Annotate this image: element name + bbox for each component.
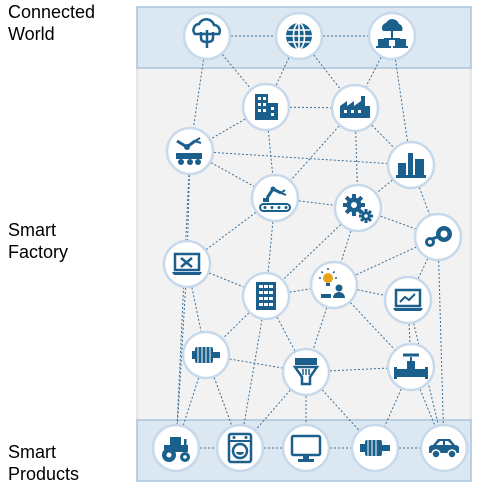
node-office-building	[241, 82, 291, 132]
washing-machine-icon	[227, 432, 253, 464]
connection-line	[175, 150, 191, 449]
node-circle	[309, 260, 359, 310]
robot-cart-icon	[176, 137, 202, 165]
node-cloud-network	[367, 11, 417, 61]
connected-world-label: Connected World	[8, 2, 96, 44]
node-circle	[215, 423, 265, 473]
conveyor-robot-icon	[259, 186, 291, 212]
globe-icon	[286, 22, 312, 50]
laptop-tools-icon	[172, 252, 202, 275]
gears-icon	[343, 194, 373, 223]
office-building-icon	[255, 94, 278, 120]
node-pump-motor	[350, 423, 400, 473]
connection-line	[437, 236, 445, 449]
node-idea-worker	[309, 260, 359, 310]
factory-icon	[340, 96, 370, 118]
node-robot-cart	[165, 126, 215, 176]
connection-line	[333, 236, 439, 286]
car-icon	[429, 439, 459, 459]
connection-line	[265, 106, 356, 109]
node-building-grid	[241, 271, 291, 321]
smart-products-label: Smart Products	[8, 442, 80, 484]
connection-line	[407, 299, 412, 368]
refinery-icon	[396, 153, 426, 178]
node-valve	[386, 342, 436, 392]
connection-line	[239, 295, 267, 449]
laptop-chart-icon	[393, 288, 423, 311]
pump-motor-icon	[360, 440, 390, 456]
node-car	[419, 423, 469, 473]
motor-icon	[192, 347, 220, 363]
node-cloud-tree	[182, 11, 232, 61]
connection-line	[186, 150, 191, 265]
node-washing-machine	[215, 423, 265, 473]
node-circle	[165, 126, 215, 176]
node-circle	[250, 173, 300, 223]
connection-line	[175, 263, 188, 449]
node-conveyor-robot	[250, 173, 300, 223]
steam-icon	[425, 226, 452, 247]
node-gears	[333, 183, 383, 233]
node-circle	[281, 423, 331, 473]
node-steam	[413, 212, 463, 262]
node-monitor	[281, 423, 331, 473]
smart-factory-label: Smart Factory	[8, 220, 69, 262]
filter-funnel-icon	[292, 358, 320, 386]
node-laptop-tools	[162, 239, 212, 289]
cloud-network-icon	[376, 19, 408, 48]
building-grid-icon	[256, 282, 276, 310]
node-refinery	[386, 140, 436, 190]
diagram-nodes	[151, 11, 469, 473]
node-tractor	[151, 423, 201, 473]
cloud-tree-icon	[192, 18, 222, 48]
monitor-icon	[290, 434, 322, 462]
tractor-icon	[162, 437, 190, 462]
node-laptop-chart	[383, 275, 433, 325]
valve-icon	[394, 353, 428, 379]
connection-line	[189, 150, 412, 166]
node-motor	[181, 330, 231, 380]
node-factory	[330, 83, 380, 133]
idea-worker-icon	[319, 268, 345, 298]
node-filter-funnel	[281, 347, 331, 397]
node-globe	[274, 11, 324, 61]
